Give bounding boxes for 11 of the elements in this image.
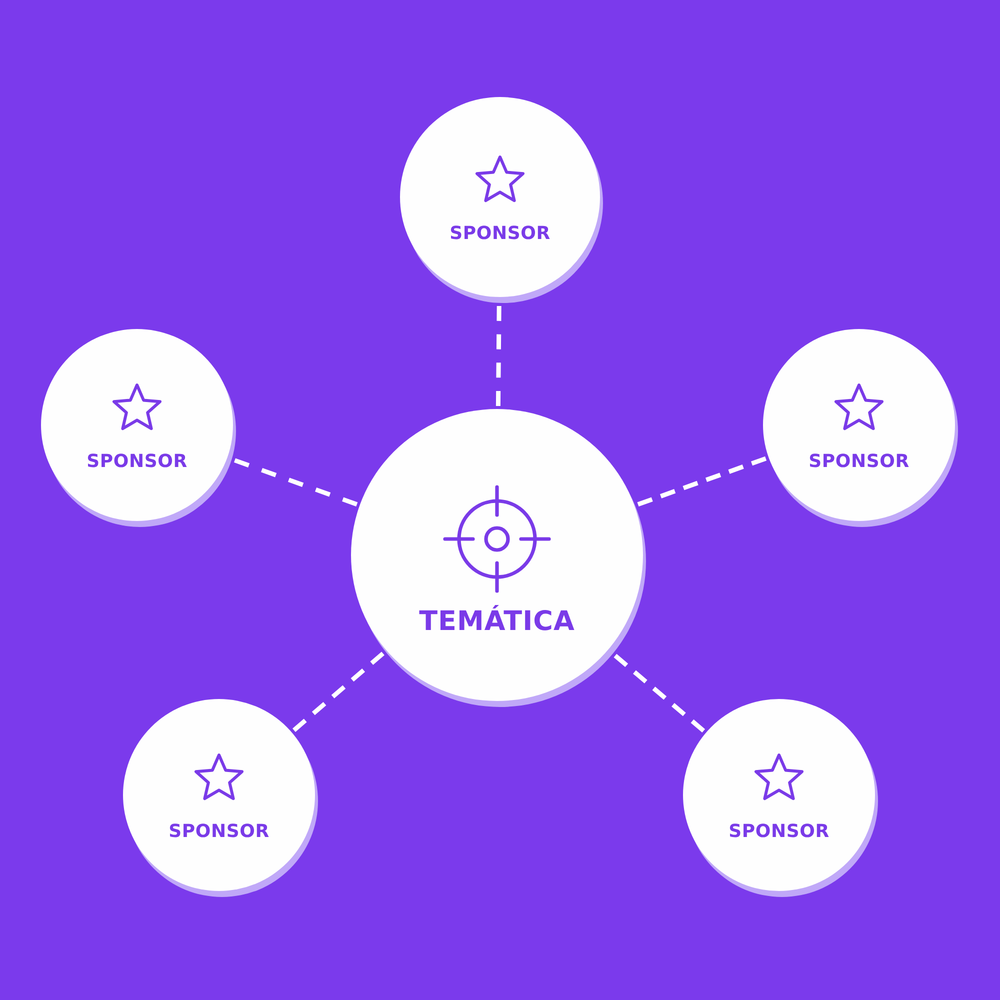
- dashed-connector: [496, 306, 502, 406]
- node-label: SPONSOR: [86, 450, 188, 472]
- dashed-connector: [637, 456, 767, 507]
- dashed-connector: [614, 654, 706, 733]
- node-label: TEMÁTICA: [419, 605, 575, 639]
- node-label: SPONSOR: [808, 450, 910, 472]
- node-label: SPONSOR: [450, 222, 550, 244]
- node-label: SPONSOR: [168, 820, 270, 842]
- node-label: SPONSOR: [728, 820, 830, 842]
- dashed-connector: [234, 458, 358, 507]
- dashed-connector: [292, 652, 384, 732]
